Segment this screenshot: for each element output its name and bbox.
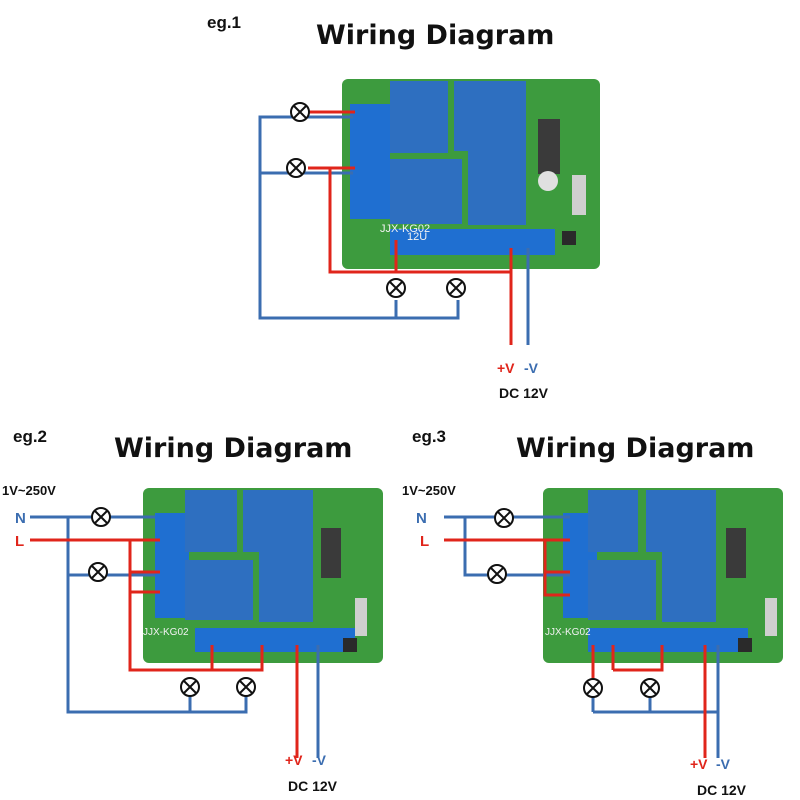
relay-board <box>543 488 783 663</box>
learn-button <box>738 638 752 652</box>
wiring-schematic: JJX-KG02 <box>30 488 383 758</box>
relay-board <box>342 79 600 269</box>
lamp-icon <box>91 507 111 527</box>
lamp-icon <box>180 677 200 697</box>
wiring-schematic: JJX-KG02 <box>444 488 783 758</box>
relay-4 <box>468 143 526 225</box>
crystal <box>572 175 586 215</box>
supply-voltage-label: 1V~250V <box>402 483 456 498</box>
relay-2 <box>243 490 313 552</box>
output-terminal-block <box>350 104 390 219</box>
relay-4 <box>662 544 716 622</box>
supply-voltage-label: 1V~250V <box>2 483 56 498</box>
crystal <box>355 598 367 636</box>
example-label: eg.1 <box>207 13 242 32</box>
board-model-label: JJX-KG02 <box>545 627 591 638</box>
relay-4 <box>259 544 313 622</box>
diagram-title: Wiring Diagram <box>114 433 353 464</box>
plus-v-label: +V <box>497 360 515 376</box>
diagram-eg1: eg.1 Wiring Diagram <box>207 13 600 401</box>
live-label: L <box>15 533 25 550</box>
diagram-title: Wiring Diagram <box>316 20 555 51</box>
example-label: eg.2 <box>13 427 48 446</box>
relay-2 <box>454 81 526 151</box>
diagram-title: Wiring Diagram <box>516 433 755 464</box>
lamp-icon <box>386 278 406 298</box>
lamp-icon <box>286 158 306 178</box>
lamp-icon <box>446 278 466 298</box>
learn-button <box>562 231 576 245</box>
plus-v-label: +V <box>285 752 303 768</box>
minus-v-label: -V <box>312 752 326 768</box>
dc-voltage-label: DC 12V <box>697 782 747 798</box>
learn-button <box>343 638 357 652</box>
relay-1 <box>185 490 237 552</box>
relay-3 <box>390 159 462 224</box>
wiring-schematic: JJX-KG02 12U <box>258 79 600 345</box>
diagram-eg2: eg.2 Wiring Diagram 1V~250V N L <box>0 420 400 800</box>
crystal <box>765 598 777 636</box>
relay-3 <box>185 560 253 620</box>
neutral-label: N <box>416 510 427 527</box>
diagram-eg3: eg.3 Wiring Diagram 1V~250V N L <box>400 420 800 800</box>
minus-v-label: -V <box>716 756 730 772</box>
board-voltage-label: 12U <box>407 231 427 243</box>
relay-3 <box>588 560 656 620</box>
lamp-icon <box>494 508 514 528</box>
antenna-coil <box>726 528 746 578</box>
lamp-icon <box>640 678 660 698</box>
lamp-icon <box>583 678 603 698</box>
wires <box>444 515 720 758</box>
output-terminal-block <box>155 513 189 618</box>
relay-1 <box>390 81 448 153</box>
lamp-icon <box>236 677 256 697</box>
antenna-coil <box>538 119 560 174</box>
dc-voltage-label: DC 12V <box>288 778 338 794</box>
board-model-label: JJX-KG02 <box>380 223 430 235</box>
plus-v-label: +V <box>690 756 708 772</box>
input-terminal-block <box>588 628 748 652</box>
lamp-icon <box>290 102 310 122</box>
example-label: eg.3 <box>412 427 447 446</box>
wires <box>258 110 530 345</box>
capacitor <box>538 171 558 191</box>
relay-board <box>143 488 383 663</box>
dc-voltage-label: DC 12V <box>499 385 549 401</box>
antenna-coil <box>321 528 341 578</box>
lamp-icon <box>88 562 108 582</box>
neutral-label: N <box>15 510 26 527</box>
minus-v-label: -V <box>524 360 538 376</box>
relay-1 <box>588 490 638 552</box>
board-model-label: JJX-KG02 <box>143 627 189 638</box>
relay-2 <box>646 490 716 552</box>
input-terminal-block <box>195 628 355 652</box>
lamp-icon <box>487 564 507 584</box>
live-label: L <box>420 533 430 550</box>
